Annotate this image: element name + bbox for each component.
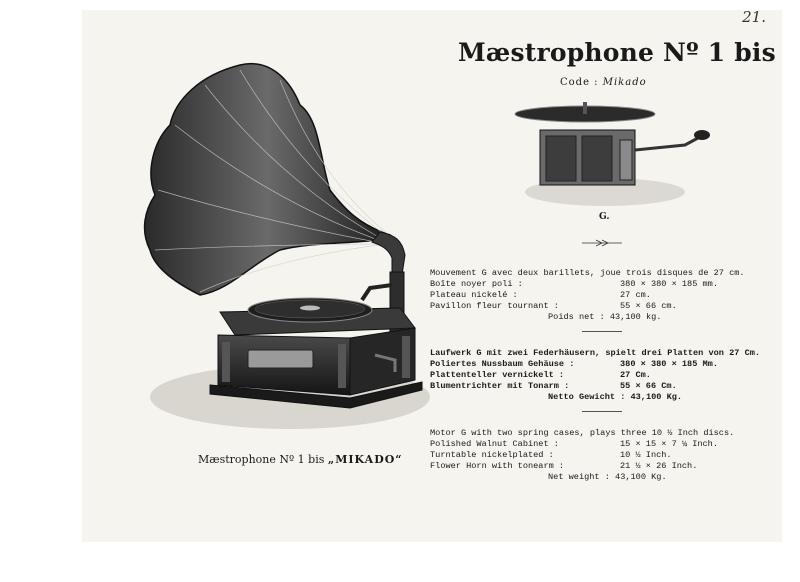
mech-crank: [634, 136, 699, 152]
spring-barrel-1: [545, 135, 577, 182]
main-caption: Mæstrophone Nº 1 bis „MIKADO“: [198, 453, 403, 466]
code-line: Code : Mikado: [560, 77, 647, 88]
corner-column-right: [402, 336, 410, 378]
mech-spindle: [583, 102, 587, 114]
mech-governor: [619, 139, 633, 181]
specs-german: Laufwerk G mit zwei Federhäusern, spielt…: [430, 348, 775, 403]
spec-total: Netto Gewicht : 43,100 Kg.: [548, 392, 683, 402]
spec-row: Plateau nickelé :27 cm.: [430, 290, 651, 300]
spec-row: Plattenteller vernickelt :27 Cm.: [430, 370, 651, 380]
gramophone-illustration: [143, 62, 430, 429]
mechanism-illustration: [514, 102, 710, 206]
flower-horn: [143, 62, 392, 296]
tonearm: [360, 283, 393, 302]
spec-row: Blumentrichter mit Tonarm :55 × 66 Cm.: [430, 381, 677, 391]
horn-neck: [371, 231, 406, 279]
specs-english: Motor G with two spring cases, plays thr…: [430, 428, 775, 483]
corner-column-left: [222, 342, 230, 382]
spec-row: Polished Walnut Cabinet :15 × 15 × 7 ¼ I…: [430, 439, 718, 449]
spec-total: Net weight : 43,100 Kg.: [548, 472, 667, 482]
cabinet-base: [209, 381, 423, 409]
page-number: 21.: [742, 8, 766, 26]
winding-crank: [374, 353, 397, 372]
spring-barrel-2: [581, 135, 613, 182]
spec-row: Poliertes Nussbaum Gehäuse :380 × 380 × …: [430, 359, 718, 369]
caption-prefix: Mæstrophone Nº 1 bis: [198, 453, 325, 466]
ornament-divider: [582, 239, 622, 247]
spec-row: Flower Horn with tonearm :21 ½ × 26 Inch…: [430, 461, 698, 471]
figure-label: G.: [599, 212, 610, 222]
spec-row: Boîte noyer poli :380 × 380 × 185 mm.: [430, 279, 718, 289]
code-label: Code :: [560, 77, 599, 88]
crank-knob: [694, 130, 710, 140]
section-divider: [582, 331, 622, 332]
specs-french: Mouvement G avec deux barillets, joue tr…: [430, 268, 775, 323]
section-divider: [582, 411, 622, 412]
cabinet-side: [349, 327, 416, 396]
spec-total: Poids net : 43,100 kg.: [548, 312, 662, 322]
page-title: Mæstrophone Nº 1 bis: [458, 38, 776, 67]
name-plaque: [247, 349, 314, 369]
spec-intro: Mouvement G avec deux barillets, joue tr…: [430, 268, 745, 278]
corner-column-mid: [338, 344, 346, 388]
spec-intro: Motor G with two spring cases, plays thr…: [430, 428, 735, 438]
code-value: Mikado: [602, 77, 647, 88]
spec-intro: Laufwerk G mit zwei Federhäusern, spielt…: [430, 348, 761, 358]
spec-row: Pavillon fleur tournant :55 × 66 cm.: [430, 301, 677, 311]
spec-row: Turntable nickelplated :10 ½ Inch.: [430, 450, 672, 460]
caption-model: „MIKADO“: [327, 453, 403, 466]
